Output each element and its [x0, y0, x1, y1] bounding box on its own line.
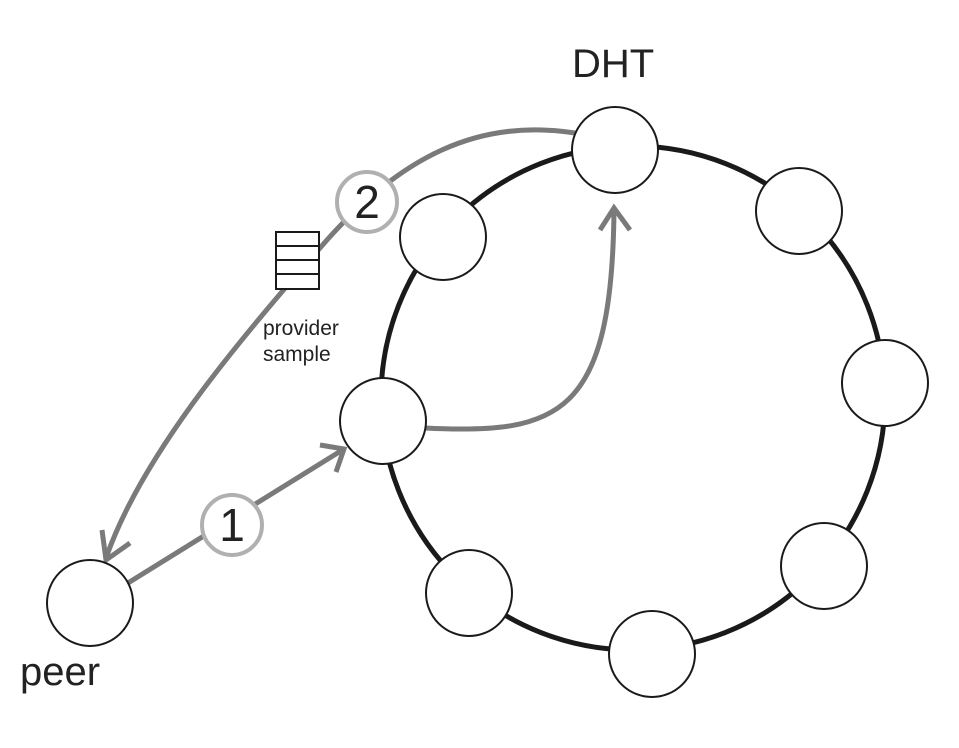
dht-label: DHT [572, 42, 655, 86]
provider-sample-label-line-2: sample [263, 343, 331, 366]
dht-node-top [571, 106, 659, 194]
dht-node-entry [339, 377, 427, 465]
peer-label: peer [20, 650, 101, 694]
step-2-number: 2 [354, 176, 380, 228]
peer-node [46, 559, 134, 647]
dht-routing-path [424, 209, 617, 432]
dht-node-top-right [755, 167, 843, 255]
provider-sample-label-line-1: provider [263, 317, 339, 340]
dht-node-bottom-left [425, 549, 513, 637]
dht-node-top-left [399, 193, 487, 281]
dht-routing-arrowhead [597, 203, 633, 232]
dht-node-right [841, 339, 929, 427]
step-1-number: 1 [219, 499, 245, 551]
provider-sample-icon [275, 231, 320, 290]
dht-node-bottom-right [780, 522, 868, 610]
step-1-badge [200, 493, 264, 557]
provider-sample-label: provider sample [263, 316, 339, 368]
step-2-arrowhead [99, 529, 132, 565]
dht-node-bottom [608, 610, 696, 698]
step-1-arrowhead [319, 442, 348, 473]
step-2-badge [335, 170, 399, 234]
